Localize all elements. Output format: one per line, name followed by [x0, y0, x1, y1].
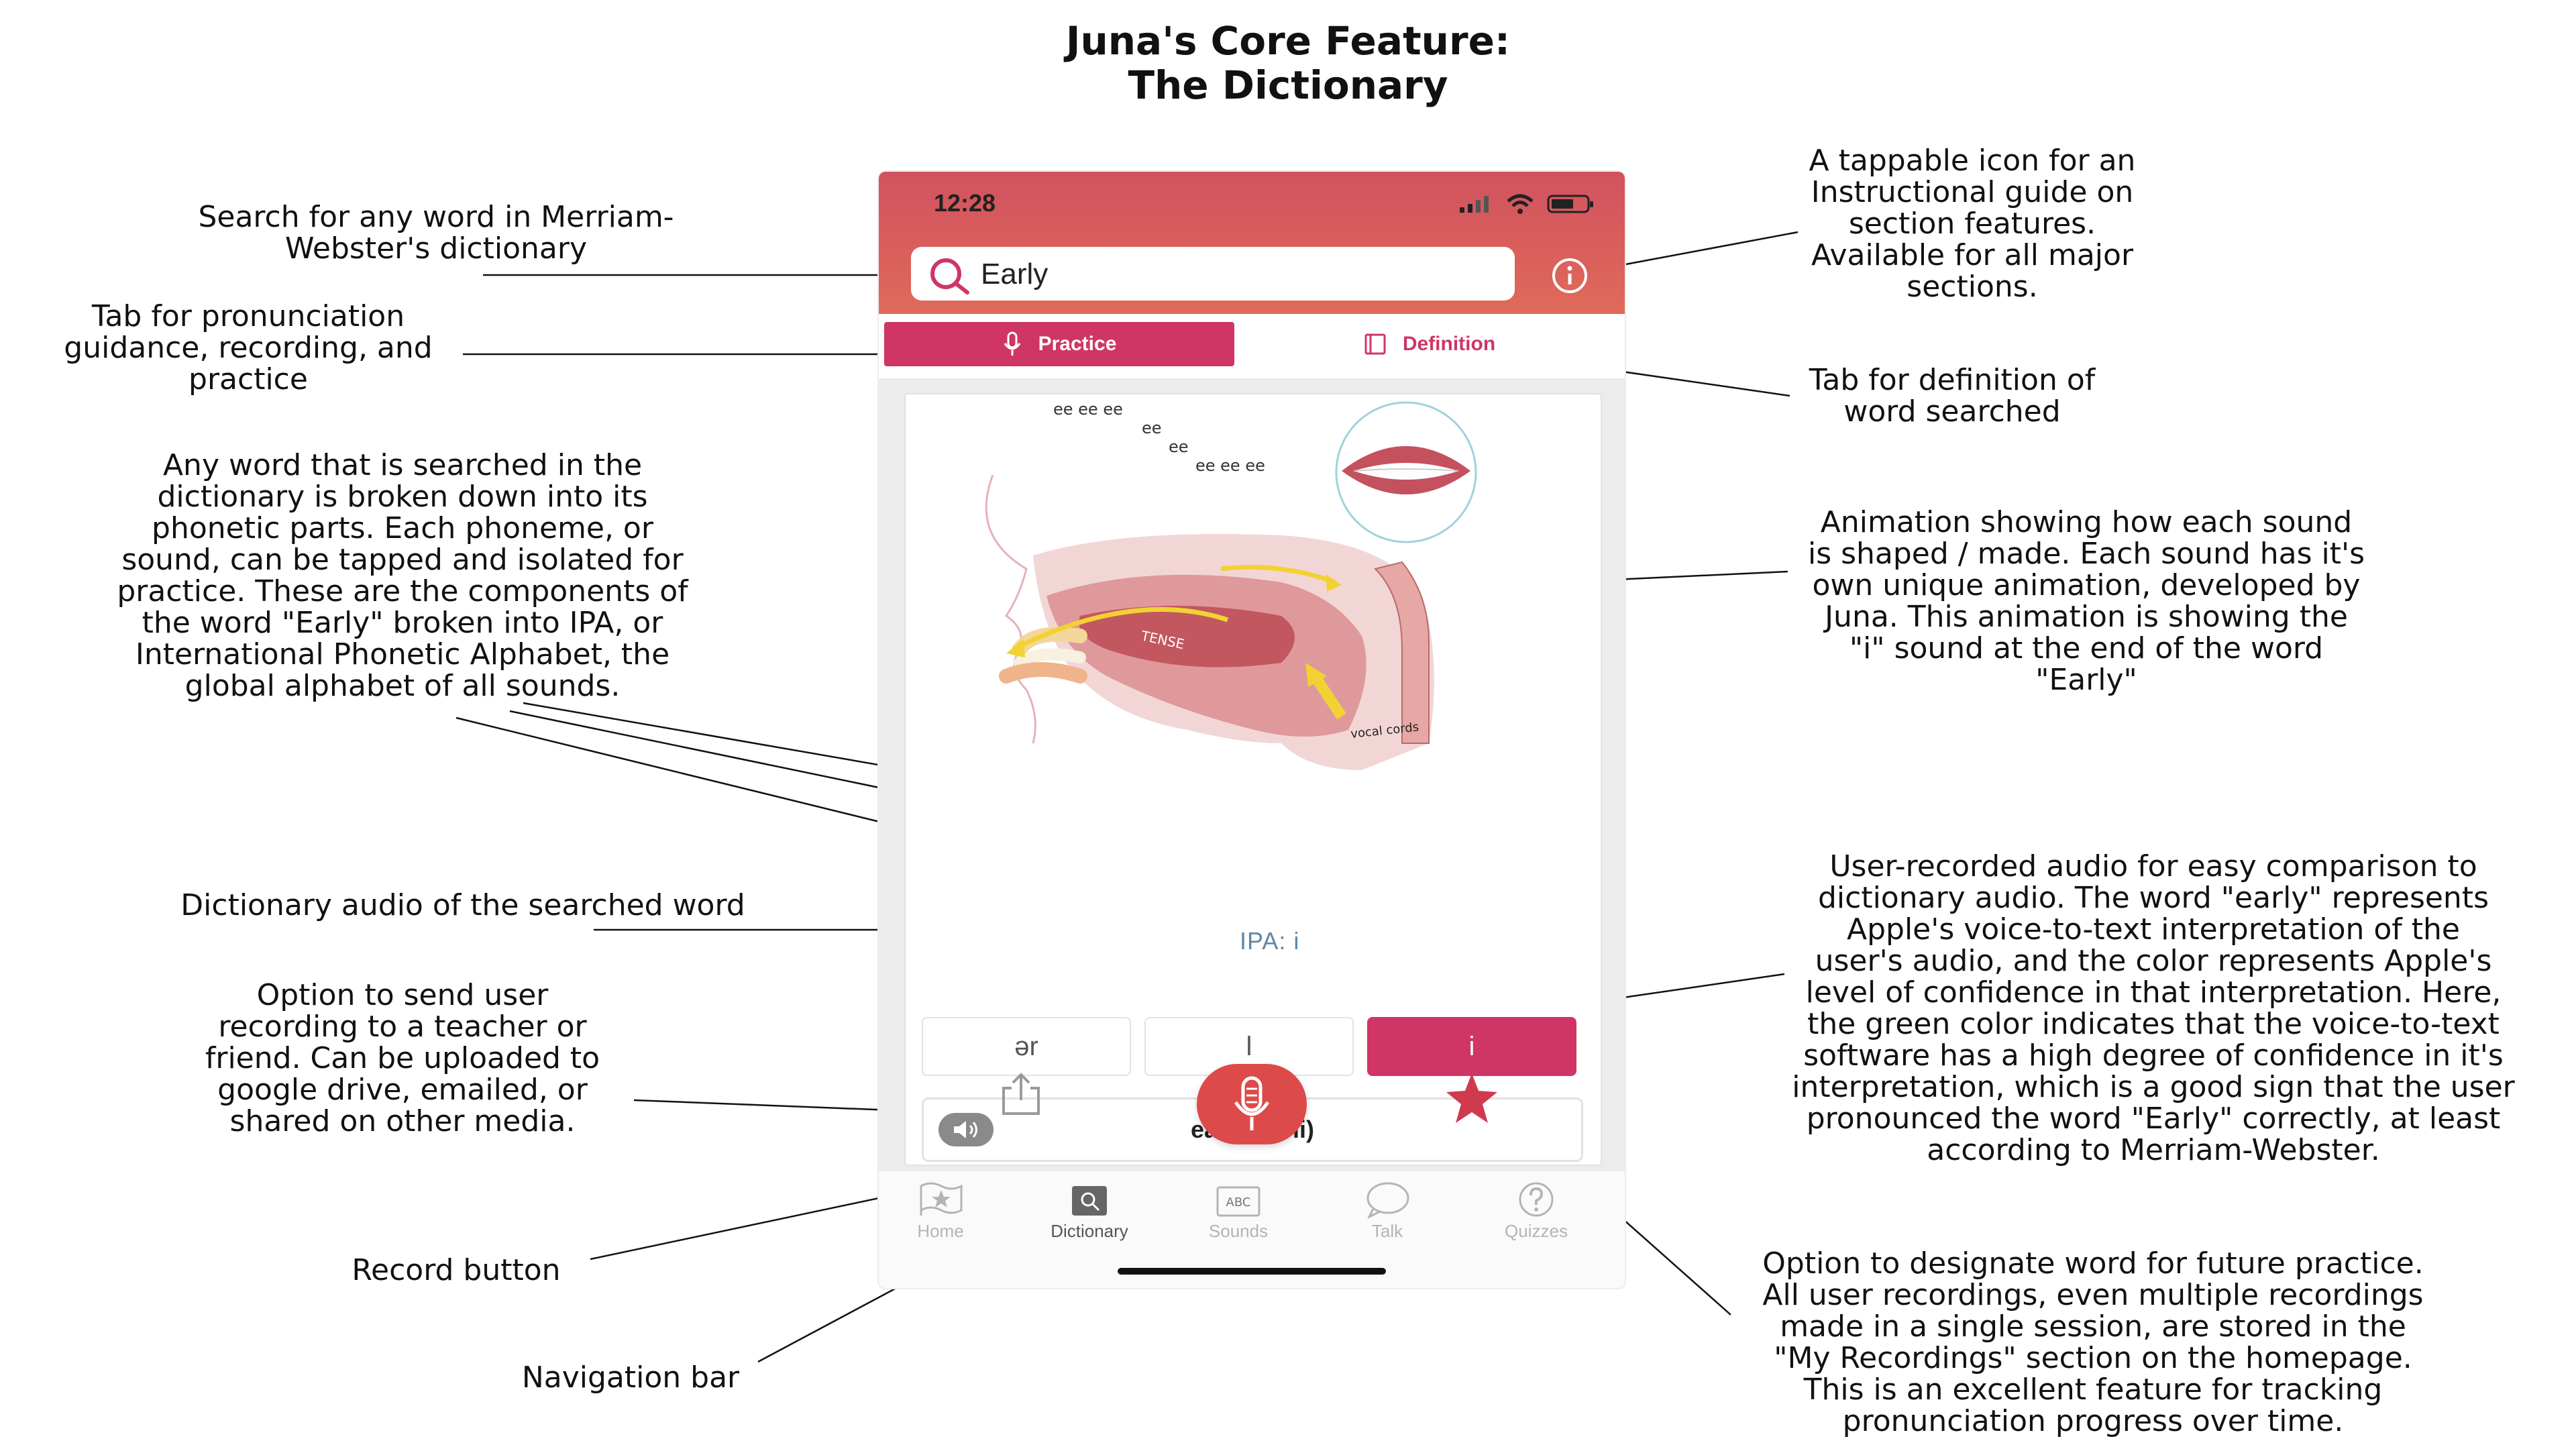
- search-icon: [930, 258, 969, 294]
- battery-icon: [1547, 195, 1593, 213]
- sound-text-4: ee ee ee: [1195, 456, 1265, 475]
- page-title: Juna's Core Feature: The Dictionary: [0, 19, 2576, 107]
- nav-talk-label: Talk: [1371, 1221, 1403, 1241]
- annotation-dictionary-audio: Dictionary audio of the searched word: [180, 888, 745, 922]
- annotation-user-audio: User-recorded audio for easy comparison …: [1792, 849, 2515, 1167]
- search-input[interactable]: Early: [911, 247, 1515, 301]
- nav-quizzes-label: Quizzes: [1505, 1221, 1568, 1241]
- nav-talk[interactable]: Talk: [1327, 1178, 1448, 1242]
- sound-text-3: ee: [1169, 437, 1189, 456]
- phoneme-row: ər l i: [922, 1017, 1576, 1076]
- nav-sounds[interactable]: ABC Sounds: [1178, 1178, 1299, 1242]
- page-title-line2: The Dictionary: [1128, 62, 1448, 108]
- nav-home-label: Home: [917, 1221, 964, 1241]
- star-icon[interactable]: [1444, 1071, 1500, 1124]
- lips-icon: [1335, 401, 1477, 543]
- annotation-info: A tappable icon for an Instructional gui…: [1809, 144, 2136, 304]
- annotation-practice-tab: Tab for pronunciation guidance, recordin…: [64, 299, 433, 396]
- info-icon[interactable]: [1551, 257, 1589, 294]
- annotation-definition-tab: Tab for definition of word searched: [1809, 363, 2096, 429]
- search-value: Early: [981, 258, 1049, 290]
- annotation-animation: Animation showing how each sound is shap…: [1807, 505, 2365, 697]
- annotation-record: Record button: [352, 1253, 561, 1287]
- sounds-icon: ABC: [1216, 1186, 1260, 1217]
- status-time: 12:28: [934, 189, 996, 217]
- tab-practice-label: Practice: [1038, 333, 1117, 355]
- status-icons: [1458, 193, 1595, 215]
- nav-sounds-label: Sounds: [1208, 1221, 1269, 1241]
- nav-quizzes[interactable]: Quizzes: [1476, 1178, 1597, 1242]
- annotation-favorite: Option to designate word for future prac…: [1762, 1246, 2424, 1438]
- share-icon[interactable]: [1000, 1071, 1042, 1118]
- quizzes-icon: [1519, 1182, 1554, 1217]
- sound-text-1: ee ee ee: [1053, 400, 1123, 419]
- nav-dictionary[interactable]: Dictionary: [1029, 1178, 1150, 1242]
- page-title-line1: Juna's Core Feature:: [1065, 18, 1511, 64]
- wifi-icon: [1507, 194, 1534, 214]
- talk-icon: [1366, 1182, 1409, 1218]
- nav-home[interactable]: Home: [880, 1178, 1001, 1242]
- speaker-icon[interactable]: [938, 1113, 994, 1146]
- annotation-share: Option to send user recording to a teach…: [205, 978, 600, 1138]
- tab-definition-label: Definition: [1402, 333, 1496, 355]
- home-indicator: [1118, 1268, 1386, 1275]
- nav-dictionary-label: Dictionary: [1051, 1221, 1128, 1241]
- annotation-phonetic: Any word that is searched in the diction…: [117, 448, 688, 703]
- record-button[interactable]: [1197, 1064, 1307, 1144]
- signal-icon: [1460, 196, 1489, 213]
- dictionary-icon: [1072, 1186, 1107, 1216]
- tab-definition[interactable]: Definition: [1254, 322, 1605, 366]
- phone-screen: 12:28 Early: [879, 172, 1625, 1288]
- phoneme-button-i[interactable]: i: [1367, 1017, 1576, 1076]
- sound-text-2: ee: [1142, 419, 1162, 437]
- phoneme-button-er[interactable]: ər: [922, 1017, 1131, 1076]
- sounds-icon-text: ABC: [1226, 1195, 1251, 1210]
- vocal-tract-illustration: TENSE vocal cords: [985, 474, 1434, 770]
- mouth-animation[interactable]: ee ee ee ee ee ee ee ee: [906, 394, 1601, 797]
- practice-card: ee ee ee ee ee ee ee ee: [904, 393, 1602, 1248]
- annotation-navigation: Navigation bar: [521, 1360, 740, 1395]
- annotation-search: Search for any word in Merriam- Webster'…: [198, 200, 674, 266]
- app-header: 12:28 Early: [879, 172, 1625, 314]
- microphone-icon: [1004, 331, 1020, 356]
- tab-practice[interactable]: Practice: [884, 322, 1234, 366]
- home-icon: [920, 1182, 963, 1216]
- microphone-icon: [1234, 1076, 1270, 1130]
- ipa-label: IPA: i: [1240, 927, 1300, 955]
- book-icon: [1364, 333, 1386, 355]
